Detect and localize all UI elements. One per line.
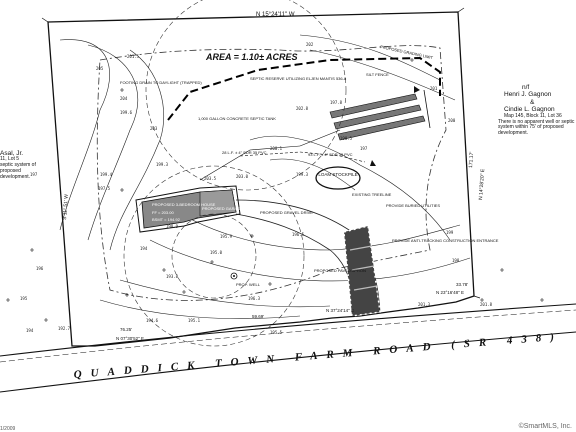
garage-label: PROPOSED GARAGE FF = 202.25 [202, 206, 266, 211]
elevation-label: 195.0 [210, 250, 223, 255]
elevation-label: 200.1 [270, 146, 283, 151]
road-edges [0, 303, 576, 393]
dwelling-bsmt-label: BSMT = 194.92 [152, 217, 181, 222]
area-label: AREA = 1.10± ACRES [205, 52, 298, 62]
elevation-label: 201.5 [127, 54, 140, 59]
elevation-label: 201.8 [480, 302, 493, 307]
elevation-label: 194 [140, 246, 148, 251]
contour-label: 205 [96, 66, 104, 71]
bearing-east-side: N 14°28'20" E [478, 168, 486, 200]
elevation-label: 199.3 [296, 172, 309, 177]
septic-reserve-outline [167, 56, 441, 121]
bearing-right-dist: 33.78' [456, 282, 468, 287]
proposed-house [135, 185, 241, 233]
elevation-label: 198.5 [340, 136, 353, 141]
elevation-labels: 201.5 200.1 199.3 198.5 197 196.5 195.9 … [58, 54, 493, 335]
bearing-west-side: S 11° 51' W [62, 194, 70, 221]
road-name: QUADDICK TOWN FARM ROAD (SR 438) [73, 331, 563, 381]
elevation-label: 199.3 [156, 162, 169, 167]
proposed-well-label: PROP. WELL [236, 282, 261, 287]
dwelling-ff-label: FF = 203.00 [152, 210, 174, 215]
elevation-label: 197.8 [330, 100, 343, 105]
elevation-label: 202.8 [296, 106, 309, 111]
contour-label: 198 [452, 258, 460, 263]
top-bearing: N 15°24'11" W [256, 12, 295, 18]
elevation-label: 201.3 [418, 302, 431, 307]
elevation-label: 195.5 [270, 330, 283, 335]
neighbor-amp: & [530, 98, 535, 106]
radius-circles [123, 0, 347, 347]
contour-label: 194 [26, 328, 34, 333]
elevation-label: 192.7 [58, 326, 71, 331]
elevation-label: 195.1 [188, 318, 201, 323]
loam-stockpile: LOAM STOCKPILE [315, 166, 361, 190]
contour-label: 200 [448, 118, 456, 123]
silt-fence [239, 151, 366, 163]
elevation-label: 193.8 [166, 274, 179, 279]
tick-marks [41, 7, 481, 299]
elevation-label: 196.3 [248, 296, 261, 301]
elevation-label: 197.5 [98, 186, 111, 191]
utilities-label: PROVIDE BURIED UTILITIES [386, 203, 440, 208]
septic-tank-label: 1,000 GALLON CONCRETE SEPTIC TANK [198, 116, 276, 121]
contour-label: 202 [306, 42, 314, 47]
contour-label: 199 [446, 230, 454, 235]
bearing-road-left-dist: 76.25' [120, 327, 132, 332]
corner-mark: 1/2009 [0, 426, 16, 432]
silt-fence-label: SILT FENCE [366, 72, 389, 77]
neighbor-left-owner: Asal, Jr. [0, 150, 24, 157]
contour-label: 196 [36, 266, 44, 271]
stockpile-label: LOAM STOCKPILE [318, 172, 357, 177]
well-symbol [230, 272, 238, 280]
contour-label: 195 [20, 296, 28, 301]
nf-label: n/f [522, 84, 530, 91]
elevation-label: 203.5 [204, 176, 217, 181]
bearing-road-right: N 37°24'14" E [326, 308, 354, 313]
section-markers [370, 86, 420, 166]
contour-label: 201 [430, 86, 438, 91]
neighbor-owner-1: Henri J. Gagnon [504, 91, 552, 99]
proposed-dwelling-label: PROPOSED 3-BEDROOM HOUSE [152, 202, 216, 207]
apron-label: PROPOSED PAVED APRON [314, 268, 366, 273]
driveway-label: PROPOSED GRAVEL DRIVE [260, 210, 313, 215]
contour-label: 203 [150, 126, 158, 131]
pipe-lines [199, 129, 341, 181]
bearing-road-right2: N 23°16'48" E [436, 290, 464, 295]
spot-symbols [6, 58, 544, 322]
neighbor-record: Map 145, Block 11, Lot 36 [504, 112, 562, 119]
grading-limit [96, 45, 447, 301]
elevation-label: 203.0 [236, 174, 249, 179]
neighbor-right-note: n/f Henri J. Gagnon & Cindie L. Gagnon M… [498, 84, 576, 137]
neighbor-owner-2: Cindie L. Gagnon [504, 106, 555, 114]
bearing-road-left: N 07°30'52" E [116, 336, 144, 341]
property-boundary [47, 11, 475, 347]
contour-label: 197 [30, 172, 38, 177]
contour-label: 204 [120, 96, 128, 101]
tracking-pad-label: PROVIDE ANTI-TRACKING CONSTRUCTION ENTRA… [392, 238, 499, 243]
neighbor-left-note: Asal, Jr. 11, Lot 5 septic system of pro… [0, 150, 40, 180]
pipe-note-1: 28 L.F. ± 4" SDR 35 PVC [222, 150, 267, 155]
neighbor-left-well-note: septic system of proposed development. [0, 162, 36, 180]
footing-drain-label: FOOTING DRAIN TO DAYLIGHT (TRAPPED) [120, 80, 202, 85]
pipe-note-2: 93 L.F. ± 4" SDR 35 PVC [308, 152, 353, 157]
septic-note: SEPTIC RESERVE UTILIZING ELJEN MANTIS 53… [250, 76, 347, 81]
elevation-label: 199.4 [100, 172, 113, 177]
elevation-label: 198.9 [166, 224, 179, 229]
neighbor-well-note: There is no apparent well or septic syst… [498, 118, 575, 137]
neighbor-left-record: 11, Lot 5 [0, 156, 20, 163]
anti-tracking-pad [343, 225, 381, 317]
treeline-label: EXISTING TREELINE [352, 192, 392, 197]
watermark: ©SmartMLS, Inc. [518, 423, 572, 430]
elevation-label: 196.5 [292, 232, 305, 237]
elevation-label: 199.6 [120, 110, 133, 115]
elevation-label: 197 [360, 146, 368, 151]
contour-labels: 205 204 203 202 201 200 199 198 197 196 … [20, 42, 460, 333]
bearing-road-mid: 59.69' [252, 314, 264, 319]
leaching-trenches [329, 89, 431, 141]
elevation-label: 195.9 [220, 234, 233, 239]
bearing-east-dist: 171.17' [468, 151, 475, 168]
elevation-label: 194.6 [146, 318, 159, 323]
